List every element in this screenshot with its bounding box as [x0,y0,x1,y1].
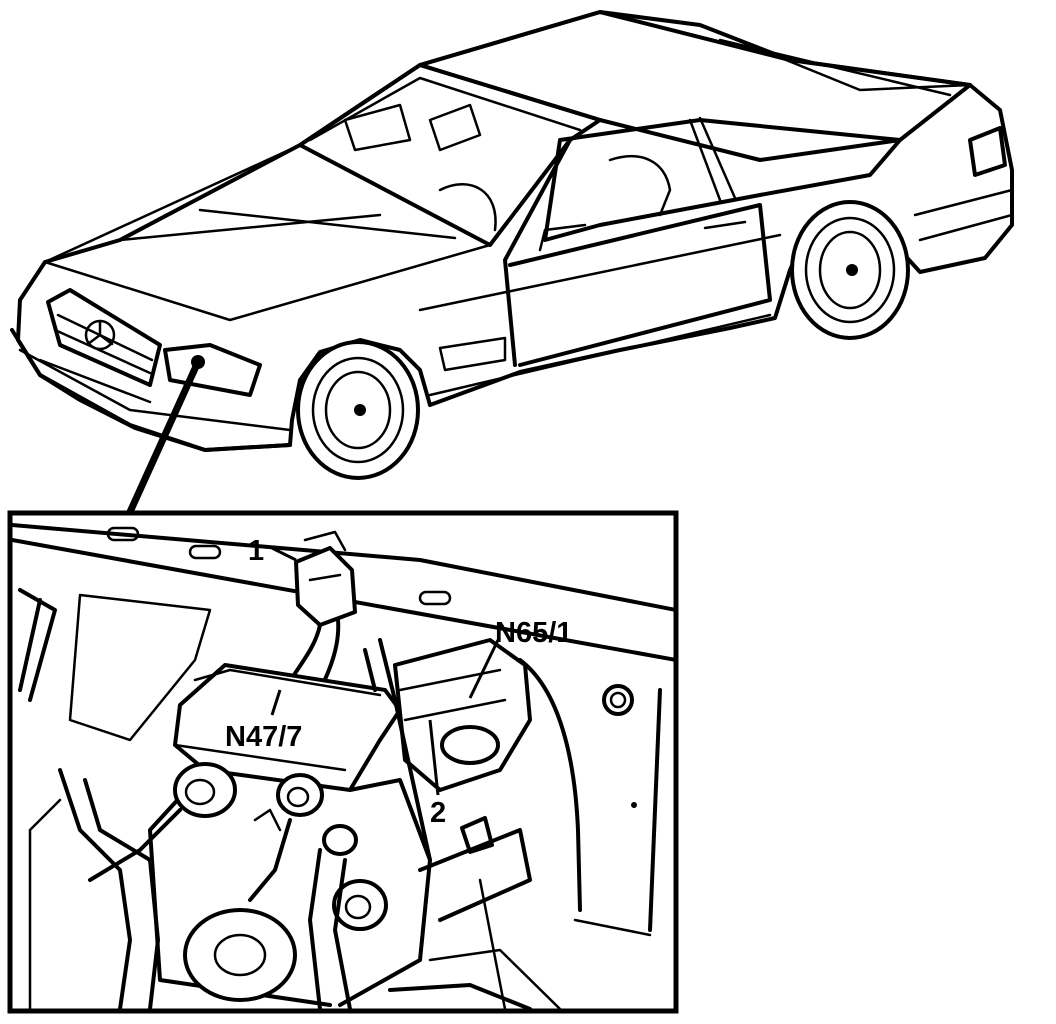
windshield [298,63,602,247]
car-illustration [10,10,1014,480]
callout-label-n47-7: N47/7 [225,721,302,753]
callout-label-n65-1: N65/1 [495,617,572,649]
callout-leaders [270,546,500,796]
callout-label-1: 1 [248,535,264,567]
front-grille [46,288,162,387]
brake-lines [28,768,352,1009]
detail-leader-line [126,360,202,514]
rear-wheel [790,200,910,340]
door-outline [508,203,772,367]
detail-inset: 1 N65/1 N47/7 2 [7,510,679,1014]
connector-part-1 [283,530,357,692]
callout-label-2: 2 [430,797,446,829]
front-wheel [296,340,420,480]
roof [418,10,972,162]
